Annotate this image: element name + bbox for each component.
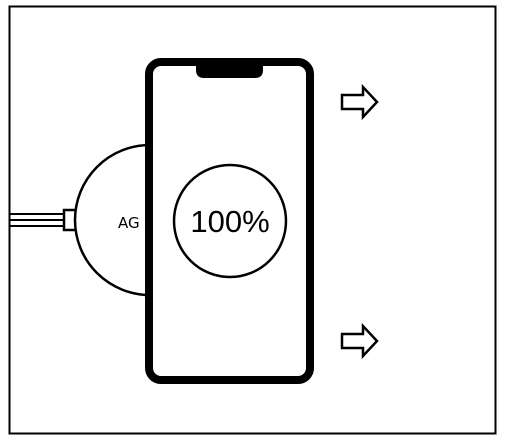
hollow-right-arrow-icon bbox=[340, 83, 379, 121]
charging-cable-icon bbox=[10, 208, 80, 232]
battery-percent-label: 100% bbox=[190, 204, 269, 239]
phone-notch bbox=[196, 62, 263, 78]
diagram-frame bbox=[8, 5, 497, 435]
charger-logo: AG bbox=[118, 214, 140, 232]
hollow-right-arrow-icon bbox=[340, 322, 379, 360]
battery-level-ring bbox=[172, 163, 288, 279]
